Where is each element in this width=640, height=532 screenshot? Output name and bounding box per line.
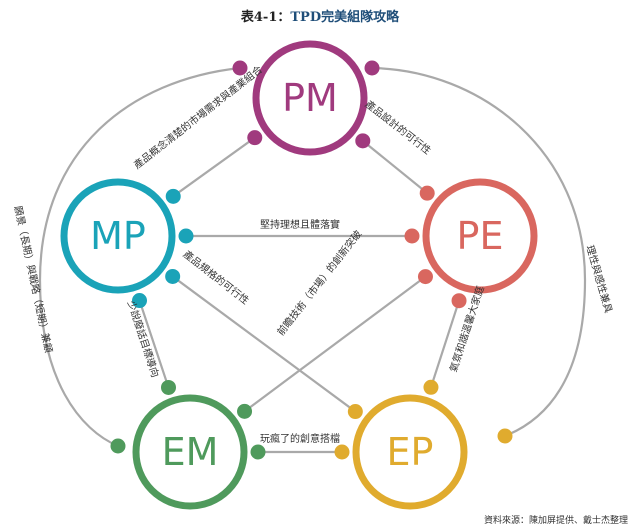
- node-ring-em: [132, 394, 248, 510]
- edge-dot-mp: [165, 268, 181, 284]
- edges: [110, 60, 513, 460]
- edge-dot-pm: [355, 133, 371, 149]
- node-label-pe: PE: [457, 214, 504, 258]
- edge-dot-mp: [178, 228, 194, 244]
- outer-arc-right: [371, 66, 587, 438]
- edge-label-mp-ep: 產品規格的可行性: [181, 247, 252, 306]
- edge-dot-ep: [347, 404, 363, 420]
- edge-label-pm-mp: 產品概念清楚的市場需求與產業組合: [131, 63, 265, 172]
- edge-dot-ep: [334, 444, 350, 460]
- node-label-em: EM: [162, 430, 219, 474]
- edge-line-pm-pe: [362, 140, 428, 194]
- edge-dot-em: [250, 444, 266, 460]
- edge-dot-pe: [417, 269, 433, 285]
- node-ring-pm: [252, 40, 368, 156]
- edge-line-pm-mp: [172, 136, 256, 198]
- edge-dot-pe: [404, 228, 420, 244]
- figure-title: 表4-1：TPD完美組隊攻略: [0, 6, 640, 25]
- outer-arcs: [38, 66, 587, 448]
- arc-dot-pm-right: [364, 60, 380, 76]
- outer-arc-left: [38, 66, 241, 448]
- edge-dot-mp: [165, 188, 181, 204]
- node-label-pm: PM: [282, 76, 338, 120]
- edge-dot-mp: [132, 293, 148, 309]
- edge-dot-pe: [451, 293, 467, 309]
- arc-dot-pm-left: [232, 60, 248, 76]
- figure-title-prefix: 表4-1：: [240, 10, 291, 25]
- edge-dot-em: [160, 379, 176, 395]
- edge-label-pe-em: 前瞻技術（市場）的創新突破: [274, 228, 364, 338]
- edge-line-pe-ep: [429, 300, 461, 388]
- edge-label-mp-pe: 堅持理想且體落實: [260, 218, 340, 231]
- source-note: 資料來源：陳加屏提供、戴士杰整理: [483, 516, 628, 526]
- node-mp: MP: [60, 178, 176, 294]
- edge-line-mp-ep: [172, 275, 356, 413]
- arc-dot-ep: [497, 428, 513, 444]
- figure-title-main: TPD完美組隊攻略: [290, 10, 400, 25]
- node-label-ep: EP: [387, 430, 434, 474]
- outer-arc-label-right: 理性與感性兼具: [583, 244, 615, 315]
- edge-label-em-ep: 玩瘋了的創意搭檔: [260, 432, 340, 445]
- node-ring-pe: [422, 178, 538, 294]
- arc-dot-em: [110, 438, 126, 454]
- edge-dot-pm: [247, 130, 263, 146]
- node-ring-mp: [60, 178, 176, 294]
- edge-dot-ep: [423, 379, 439, 395]
- nodes: PM MP PE EM EP: [60, 40, 538, 510]
- edge-line-mp-em: [138, 300, 170, 388]
- edge-line-pe-em: [243, 275, 427, 413]
- node-pm: PM: [252, 40, 368, 156]
- edge-dot-pe: [419, 185, 435, 201]
- outer-arc-label-left: 願景（長期）與戰略（短期）兼顧: [11, 205, 55, 354]
- node-label-mp: MP: [90, 214, 146, 258]
- node-ring-ep: [352, 394, 468, 510]
- node-ep: EP: [352, 394, 468, 510]
- node-em: EM: [132, 394, 248, 510]
- node-pe: PE: [422, 178, 538, 294]
- edge-dot-em: [237, 403, 253, 419]
